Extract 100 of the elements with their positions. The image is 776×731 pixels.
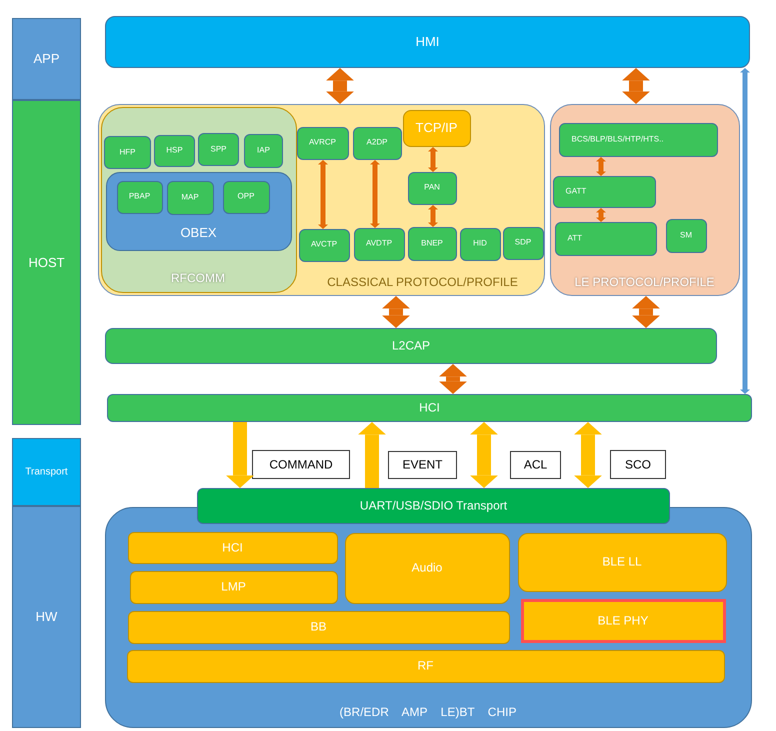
label-box: [510, 451, 561, 479]
protocol-box: [222, 180, 270, 214]
protocol-box: [666, 218, 706, 252]
layer-box: [128, 532, 338, 564]
protocol-box: [116, 180, 162, 214]
box-label: (BR/EDR AMP LE)BT CHIP: [338, 706, 518, 719]
box-label: AVRCP: [309, 138, 336, 148]
layer-box: [105, 16, 750, 68]
box-label: BLE LL: [602, 555, 642, 569]
protocol-box: [298, 228, 350, 262]
protocol-box: [104, 136, 151, 169]
box-label: AVDTP: [366, 240, 392, 248]
protocol-box: [408, 226, 456, 260]
layer-band: [12, 438, 81, 506]
box-label: MAP: [181, 193, 199, 202]
double-arrow: [439, 364, 467, 394]
box-label: BNEP: [421, 239, 443, 248]
double-arrow: [428, 205, 438, 227]
protocol-box: [558, 122, 718, 156]
box-label: BLE PHY: [598, 614, 648, 628]
box-label: RF: [418, 659, 434, 673]
layer-box: [105, 328, 717, 364]
box-label: COMMAND: [269, 458, 333, 472]
label-box: [610, 450, 666, 479]
box-label: SPP: [210, 145, 226, 154]
label-box: [388, 451, 457, 479]
layer-box: [344, 532, 510, 604]
box-label: HW: [36, 610, 58, 624]
box-label: HCI: [222, 540, 243, 554]
protocol-box: [408, 172, 456, 204]
double-arrow: [326, 68, 354, 104]
transport-bar: [197, 488, 670, 524]
box-label: Transport: [25, 466, 68, 478]
layer-band: [12, 506, 81, 728]
box-label: HCI: [419, 401, 440, 415]
layer-box: [126, 650, 724, 682]
box-label: ACL: [524, 458, 548, 472]
box-label: IAP: [257, 146, 270, 156]
box-label: OBEX: [179, 226, 218, 240]
box-label: SM: [680, 231, 692, 240]
double-arrow: [574, 422, 602, 488]
box-label: ATT: [568, 234, 582, 243]
double-arrow: [370, 160, 380, 228]
arrow: [226, 422, 254, 488]
double-arrow: [470, 422, 498, 488]
layer-box: [130, 570, 338, 604]
box-label: HOST: [28, 255, 65, 270]
box-label: LMP: [221, 580, 246, 594]
protocol-box: [554, 222, 656, 256]
group-panel: [106, 172, 292, 251]
protocol-box: [352, 126, 402, 160]
double-arrow: [382, 296, 410, 328]
double-arrow: [428, 147, 438, 172]
layer-box: [107, 394, 752, 422]
box-label: UART/USB/SDIO Transport: [360, 499, 508, 513]
protocol-box: [244, 134, 283, 168]
double-arrow: [318, 160, 328, 229]
box-label: GATT: [566, 187, 586, 196]
box-label: RFCOMM: [170, 272, 226, 286]
box-label: SCO: [625, 458, 651, 472]
box-label: HMI: [416, 34, 440, 50]
group-panel: [100, 106, 296, 292]
double-arrow: [596, 157, 606, 176]
group-panel: [550, 104, 740, 296]
protocol-box: [154, 135, 195, 167]
box-label: PAN: [424, 184, 440, 192]
box-label: APP: [34, 52, 60, 66]
box-label: AVCTP: [310, 240, 338, 250]
double-arrow: [622, 68, 650, 104]
protocol-box: [166, 180, 214, 214]
box-label: HSP: [166, 146, 183, 156]
protocol-box: [552, 176, 656, 208]
label-box: [252, 450, 350, 479]
box-label: A2DP: [366, 138, 388, 148]
box-label: TCP/IP: [416, 120, 458, 136]
group-panel: [98, 104, 545, 296]
double-arrow: [632, 296, 660, 328]
box-label: BB: [310, 620, 326, 634]
protocol-box: [502, 226, 544, 260]
box-label: OPP: [238, 192, 254, 202]
layer-box: [128, 610, 510, 644]
box-label: LE PROTOCOL/PROFILE: [574, 276, 716, 289]
box-label: EVENT: [402, 458, 442, 472]
box-label: BCS/BLP/BLS/HTP/HTS..: [572, 135, 664, 144]
layer-box: [520, 598, 726, 642]
protocol-box: [460, 228, 500, 260]
double-arrow: [740, 68, 750, 394]
box-label: HID: [473, 240, 487, 248]
protocol-box: [198, 133, 239, 166]
box-label: HFP: [120, 148, 136, 157]
protocol-box: [296, 126, 348, 160]
box-label: L2CAP: [392, 339, 430, 353]
protocol-box: [402, 110, 470, 146]
box-label: Audio: [412, 561, 442, 575]
layer-band: [12, 100, 81, 425]
box-label: CLASSICAL PROTOCOL/PROFILE: [326, 276, 519, 289]
box-label: PBAP: [128, 192, 150, 202]
layer-box: [518, 532, 726, 592]
layer-band: [12, 18, 81, 100]
double-arrow: [596, 208, 606, 222]
